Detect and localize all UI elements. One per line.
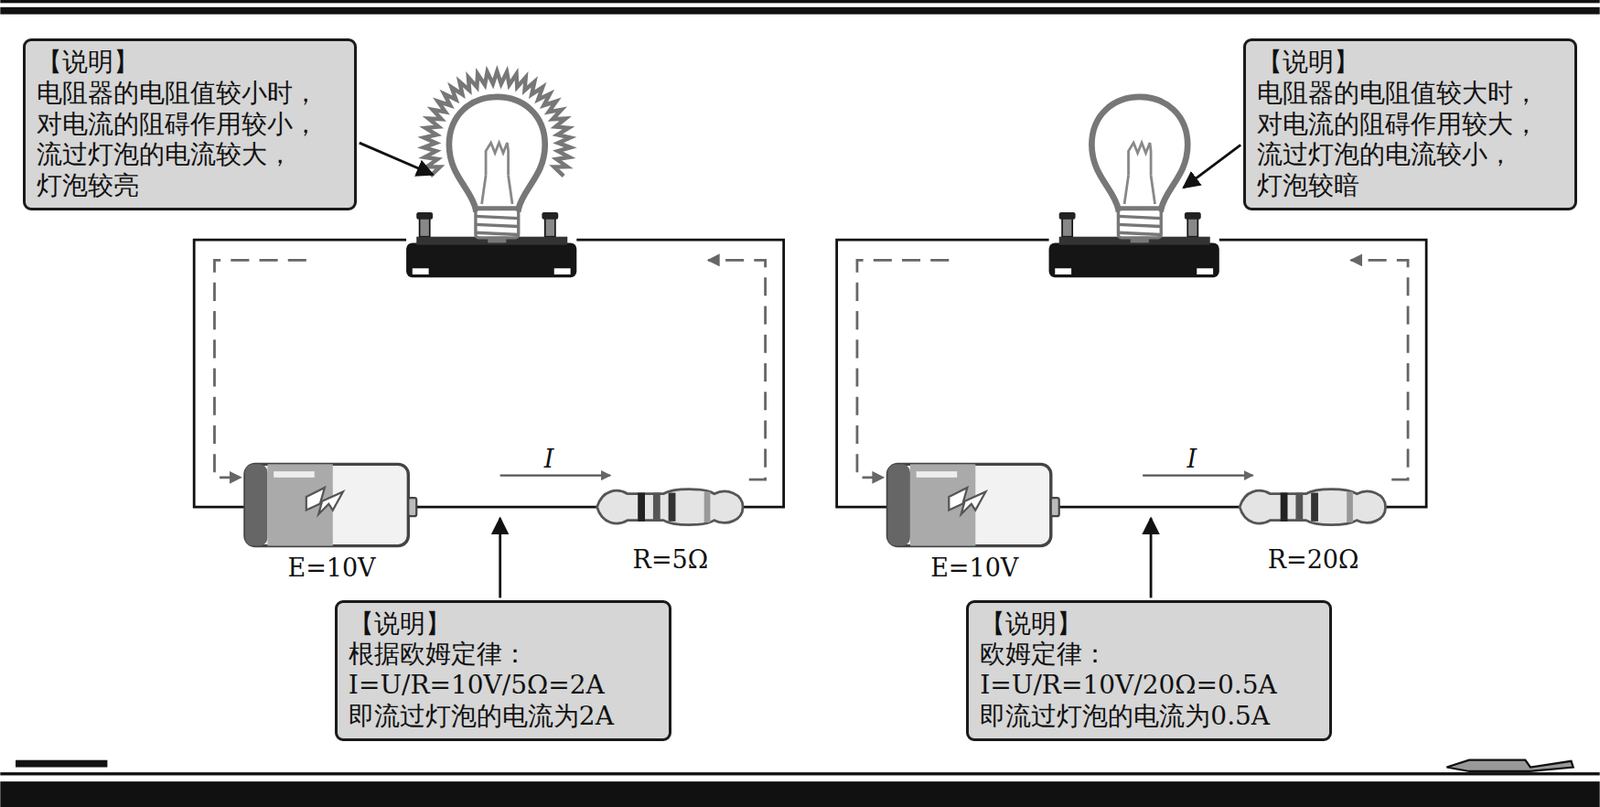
callout-heading: 【说明】 [1256, 46, 1565, 78]
leader-arrow [359, 142, 1241, 598]
frame-bar [15, 760, 108, 768]
callout-box: 【说明】电阻器的电阻值较大时， 对电流的阻碍作用较大， 流过灯泡的电流较小， 灯… [1243, 38, 1579, 211]
frame-bar [0, 772, 1600, 775]
callout-box: 【说明】电阻器的电阻值较小时， 对电流的阻碍作用较小， 流过灯泡的电流较大， 灯… [22, 38, 358, 211]
callout-text: 欧姆定律： I=U/R=10V/20Ω=0.5A 即流过灯泡的电流为0.5A [979, 638, 1318, 731]
callout-heading: 【说明】 [348, 608, 658, 640]
callout-heading: 【说明】 [979, 608, 1318, 640]
callout-box: 【说明】根据欧姆定律： I=U/R=10V/5Ω=2A 即流过灯泡的电流为2A [334, 600, 672, 741]
callout-text: 根据欧姆定律： I=U/R=10V/5Ω=2A 即流过灯泡的电流为2A [348, 638, 658, 731]
component-value: R=5Ω [633, 545, 709, 574]
pencil-icon [1446, 760, 1573, 772]
callout-text: 电阻器的电阻值较大时， 对电流的阻碍作用较大， 流过灯泡的电流较小， 灯泡较暗 [1256, 77, 1565, 201]
current-label: I [1186, 443, 1197, 473]
component-value: R=20Ω [1267, 545, 1360, 574]
current-label: I [544, 443, 555, 473]
frame-bar [0, 781, 1600, 807]
frame-bar [0, 7, 1600, 15]
callout-heading: 【说明】 [36, 46, 344, 78]
callout-box: 【说明】欧姆定律： I=U/R=10V/20Ω=0.5A 即流过灯泡的电流为0.… [966, 600, 1332, 741]
component-value: E=10V [287, 553, 376, 582]
callout-text: 电阻器的电阻值较小时， 对电流的阻碍作用较小， 流过灯泡的电流较大， 灯泡较亮 [36, 77, 344, 201]
component-value: E=10V [930, 553, 1019, 582]
frame-bar [0, 0, 1600, 3]
